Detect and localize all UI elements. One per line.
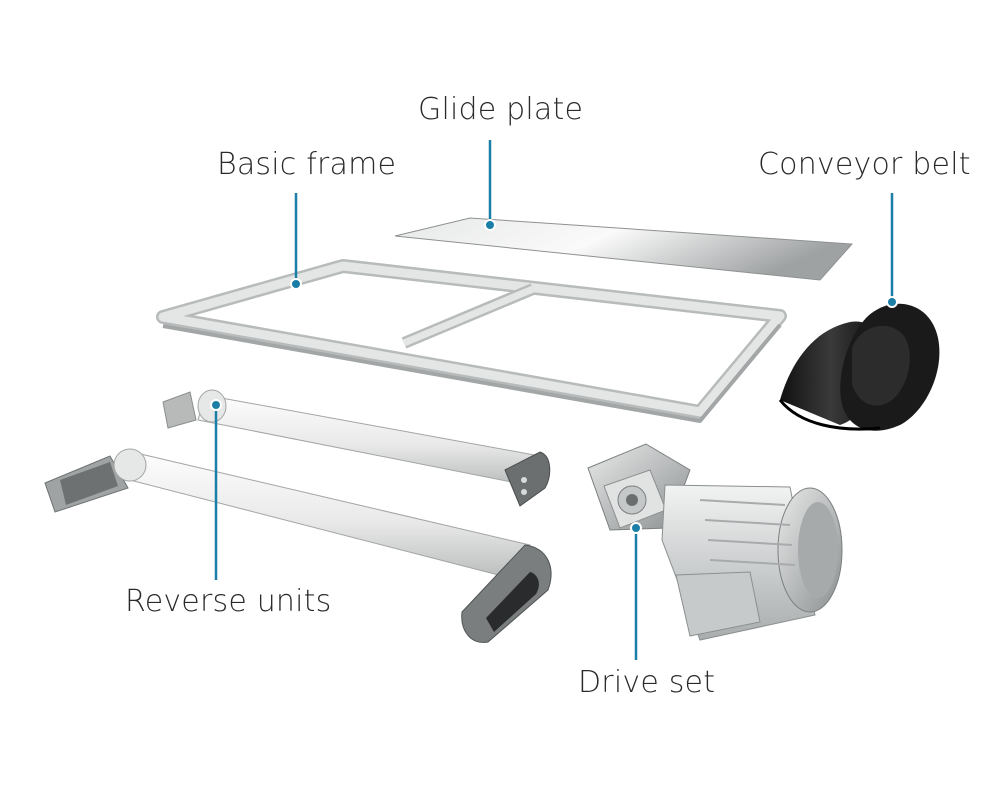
drive-set-label: Drive set <box>578 665 716 700</box>
glide-plate-leader-dot <box>484 219 496 231</box>
basic-frame-part <box>156 259 787 423</box>
drive-set-part <box>587 443 843 641</box>
reverse-units-leader-dot <box>210 399 222 411</box>
drive-set-leader-dot <box>630 522 642 534</box>
reverse-units-label: Reverse units <box>125 584 332 619</box>
glide-plate-label: Glide plate <box>418 92 584 127</box>
basic-frame-leader-dot <box>290 278 302 290</box>
conveyor-belt-label: Conveyor belt <box>758 147 971 182</box>
conveyor-belt-leader-dot <box>886 296 898 308</box>
basic-frame-label: Basic frame <box>217 147 397 182</box>
reverse-unit-lower <box>44 448 552 643</box>
glide-plate-part <box>394 217 854 281</box>
conveyor-belt-part <box>778 303 940 431</box>
leader-lines <box>210 140 898 660</box>
